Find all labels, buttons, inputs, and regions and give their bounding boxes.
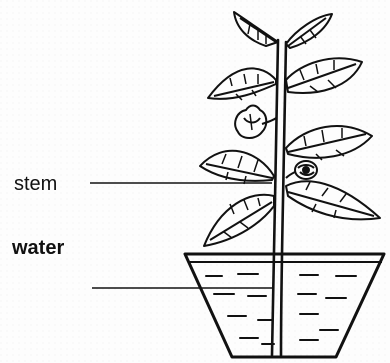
stem-label: stem	[14, 173, 57, 195]
water-label: water	[11, 237, 64, 259]
